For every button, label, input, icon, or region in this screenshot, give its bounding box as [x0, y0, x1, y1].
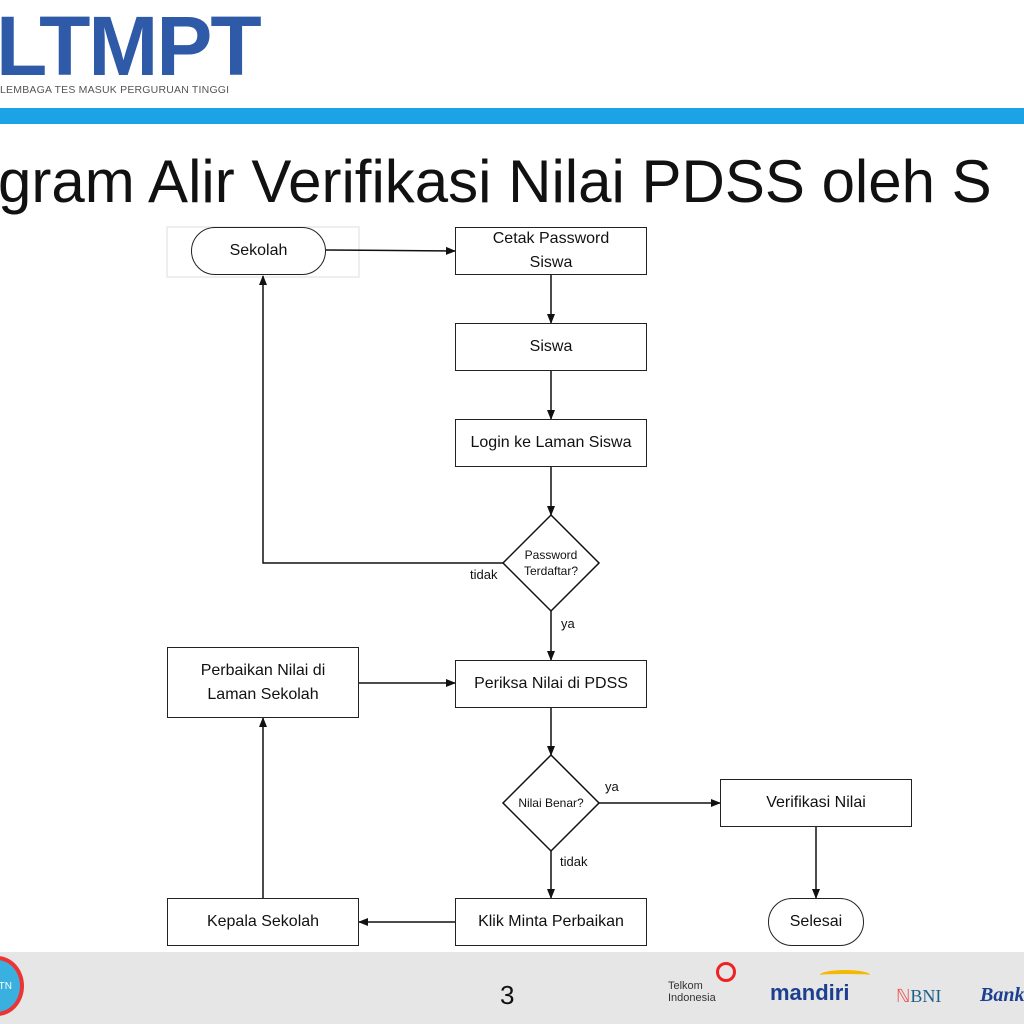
decision2-no-label: tidak — [560, 854, 588, 869]
node-periksa: Periksa Nilai di PDSS — [455, 660, 647, 708]
node-kepala-sekolah: Kepala Sekolah — [167, 898, 359, 946]
node-sekolah: Sekolah — [191, 227, 326, 275]
node-klik-minta-perbaikan: Klik Minta Perbaikan — [455, 898, 647, 946]
decision2-yes-label: ya — [605, 779, 619, 794]
left-logo-text: TN — [0, 980, 12, 992]
sponsor-mandiri: mandiri — [770, 980, 850, 1005]
bni-icon: ℕ — [896, 986, 911, 1006]
decision1-label: Password Terdaftar? — [523, 548, 579, 578]
decision1-diamond — [501, 513, 601, 613]
sponsor-bank: Bank — [980, 984, 1024, 1006]
arrow-sekolah-cetak — [325, 246, 456, 255]
node-cetak-password: Cetak Password Siswa — [455, 227, 647, 275]
node-perbaikan: Perbaikan Nilai di Laman Sekolah — [167, 647, 359, 718]
decision2-label: Nilai Benar? — [518, 796, 584, 810]
telkom-icon — [716, 962, 736, 982]
node-siswa: Siswa — [455, 323, 647, 371]
sponsor-bni: ℕBNI — [896, 986, 941, 1007]
decision2-diamond — [501, 753, 601, 853]
slide-title: gram Alir Verifikasi Nilai PDSS oleh S — [0, 148, 992, 215]
decision1-no-label: tidak — [470, 567, 498, 582]
header-bar — [0, 108, 1024, 124]
footer — [0, 952, 1024, 1024]
node-selesai: Selesai — [768, 898, 864, 946]
ltmpt-logo: LTMPT — [0, 0, 262, 93]
node-verifikasi: Verifikasi Nilai — [720, 779, 912, 827]
sponsor-telkom: Telkom Indonesia — [668, 980, 716, 1004]
mandiri-wave-icon — [820, 970, 870, 980]
page-number: 3 — [500, 980, 515, 1010]
arrow-decision1-no — [259, 275, 503, 564]
logo-subtitle: LEMBAGA TES MASUK PERGURUAN TINGGI — [0, 84, 230, 96]
bni-text: BNI — [910, 986, 942, 1006]
node-login: Login ke Laman Siswa — [455, 419, 647, 467]
decision1-yes-label: ya — [561, 616, 575, 631]
